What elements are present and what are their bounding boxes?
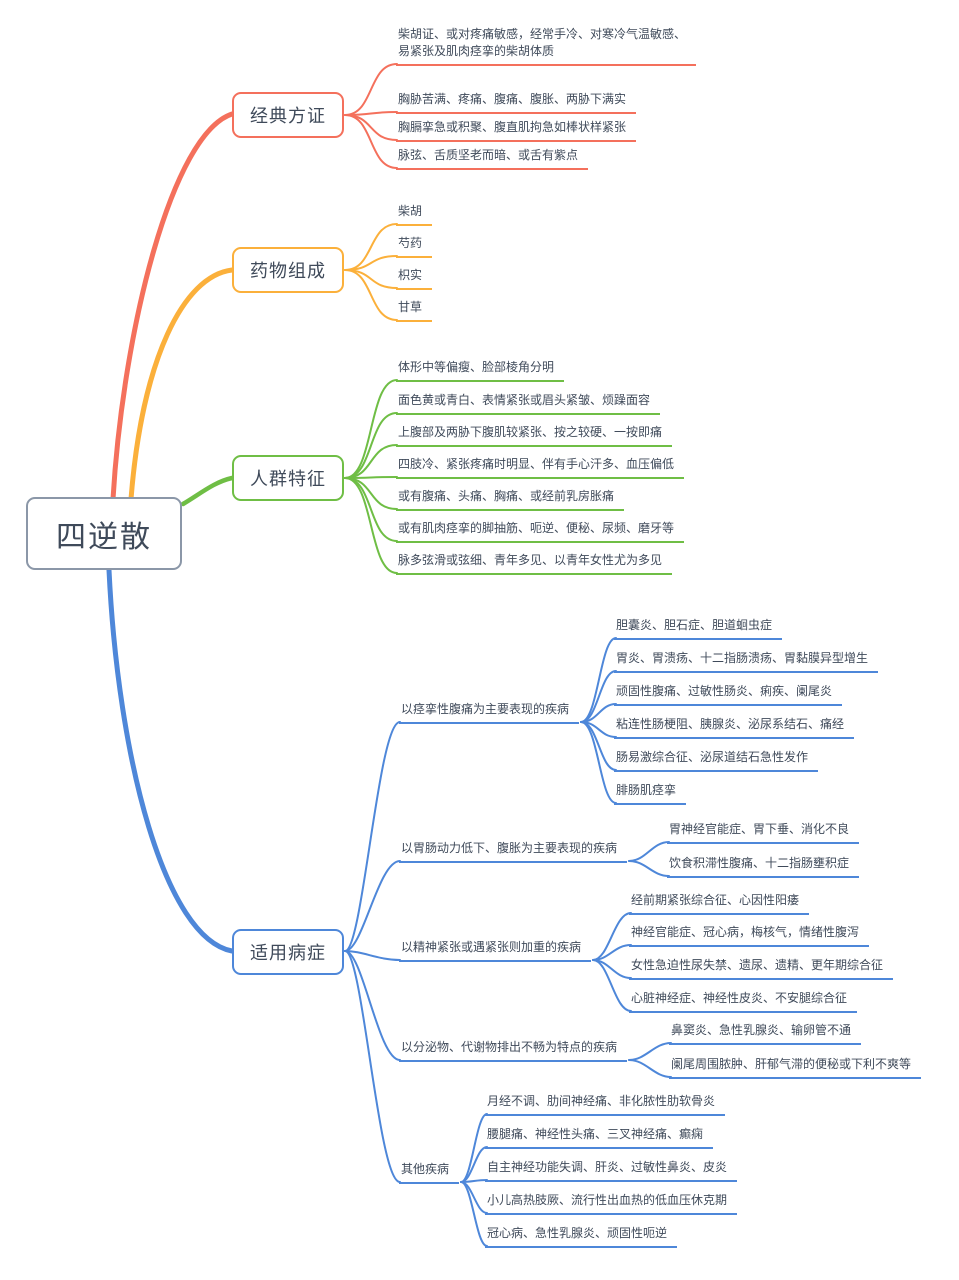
classic-leaf-connectors: [344, 63, 398, 169]
sub-branch-label[interactable]: 其他疾病: [399, 1161, 460, 1184]
sub-branch-label[interactable]: 以胃肠动力低下、腹胀为主要表现的疾病: [399, 840, 628, 863]
leaf-node[interactable]: 神经官能症、冠心病，梅核气，情绪性腹泻: [629, 924, 870, 947]
branch-curve-population: [180, 475, 235, 507]
leaf-node[interactable]: 腰腿痛、神经性头痛、三叉神经痛、癫痫: [485, 1126, 714, 1149]
leaf-node[interactable]: 鼻窦炎、急性乳腺炎、输卵管不通: [669, 1022, 862, 1045]
leaf-node[interactable]: 阑尾周围脓肿、肝郁气滞的便秘或下利不爽等: [669, 1056, 922, 1079]
leaf-node[interactable]: 胆囊炎、胆石症、胆道蛔虫症: [614, 617, 783, 640]
leaf-node[interactable]: 胸膈挛急或积聚、腹直肌拘急如棒状样紧张: [396, 119, 637, 142]
group1-leaf-connectors: [580, 637, 617, 804]
leaf-node[interactable]: 面色黄或青白、表情紧张或眉头紧皱、烦躁面容: [396, 392, 661, 415]
leaf-node[interactable]: 胸胁苦满、疼痛、腹痛、腹胀、两胁下满实: [396, 91, 637, 114]
leaf-node[interactable]: 枳实: [396, 267, 433, 290]
leaf-node[interactable]: 上腹部及两胁下腹肌较紧张、按之较硬、一按即痛: [396, 424, 673, 447]
group4-leaf-connectors: [628, 1042, 672, 1078]
root-node[interactable]: 四逆散: [26, 497, 182, 570]
branch-node-classic[interactable]: 经典方证: [232, 92, 344, 138]
leaf-node[interactable]: 柴胡: [396, 203, 433, 226]
branch-node-composition[interactable]: 药物组成: [232, 247, 344, 293]
leaf-node[interactable]: 芍药: [396, 235, 433, 258]
leaf-node[interactable]: 顽固性腹痛、过敏性肠炎、痢疾、阑尾炎: [614, 683, 843, 706]
leaf-node[interactable]: 自主神经功能失调、肝炎、过敏性鼻炎、皮炎: [485, 1159, 738, 1182]
leaf-node[interactable]: 粘连性肠梗阻、胰腺炎、泌尿系结石、痛经: [614, 716, 855, 739]
composition-leaf-connectors: [344, 223, 398, 321]
leaf-node[interactable]: 胃炎、胃溃疡、十二指肠溃疡、胃黏膜异型增生: [614, 650, 879, 673]
leaf-node[interactable]: 女性急迫性尿失禁、遗尿、遗精、更年期综合征: [629, 957, 894, 980]
leaf-node[interactable]: 四肢冷、紧张疼痛时明显、伴有手心汗多、血压偏低: [396, 456, 685, 479]
leaf-node[interactable]: 冠心病、急性乳腺炎、顽固性呃逆: [485, 1225, 678, 1248]
leaf-node[interactable]: 或有腹痛、头痛、胸痛、或经前乳房胀痛: [396, 488, 625, 511]
indications-group-connectors: [344, 721, 401, 1183]
leaf-node[interactable]: 体形中等偏瘦、脸部棱角分明: [396, 359, 565, 382]
leaf-node[interactable]: 饮食积滞性腹痛、十二指肠壅积症: [667, 855, 860, 878]
leaf-node[interactable]: 脉多弦滑或弦细、青年多见、以青年女性尤为多见: [396, 552, 673, 575]
leaf-node[interactable]: 胃神经官能症、胃下垂、消化不良: [667, 821, 860, 844]
group5-leaf-connectors: [460, 1113, 488, 1247]
leaf-node[interactable]: 小儿高热肢厥、流行性出血热的低血压休克期: [485, 1192, 738, 1215]
sub-branch-label[interactable]: 以痉挛性腹痛为主要表现的疾病: [399, 701, 580, 724]
leaf-node[interactable]: 脉弦、舌质坚老而暗、或舌有紫点: [396, 147, 589, 170]
leaf-node[interactable]: 甘草: [396, 299, 433, 322]
branch-curve-classic: [110, 111, 235, 502]
leaf-node[interactable]: 经前期紧张综合征、心因性阳痿: [629, 892, 810, 915]
leaf-node[interactable]: 腓肠肌痉挛: [614, 782, 687, 805]
branch-node-indications[interactable]: 适用病症: [232, 929, 344, 975]
leaf-node[interactable]: 或有肌肉痉挛的脚抽筋、呃逆、便秘、尿频、磨牙等: [396, 520, 685, 543]
leaf-node[interactable]: 肠易激综合征、泌尿道结石急性发作: [614, 749, 819, 772]
leaf-node[interactable]: 月经不调、肋间神经痛、非化脓性肋软骨炎: [485, 1093, 726, 1116]
group2-leaf-connectors: [628, 841, 670, 877]
leaf-node[interactable]: 柴胡证、或对疼痛敏感，经常手冷、对寒冷气温敏感、 易紧张及肌肉痉挛的柴胡体质: [396, 26, 697, 66]
sub-branch-label[interactable]: 以分泌物、代谢物排出不畅为特点的疾病: [399, 1039, 628, 1062]
branch-node-population[interactable]: 人群特征: [232, 455, 344, 501]
leaf-node[interactable]: 心脏神经症、神经性皮炎、不安腿综合征: [629, 990, 858, 1013]
sub-branch-label[interactable]: 以精神紧张或遇紧张则加重的疾病: [399, 939, 592, 962]
group3-leaf-connectors: [592, 912, 632, 1012]
branch-curve-composition: [128, 267, 235, 502]
population-leaf-connectors: [344, 379, 398, 574]
branch-curve-indications: [106, 567, 235, 954]
